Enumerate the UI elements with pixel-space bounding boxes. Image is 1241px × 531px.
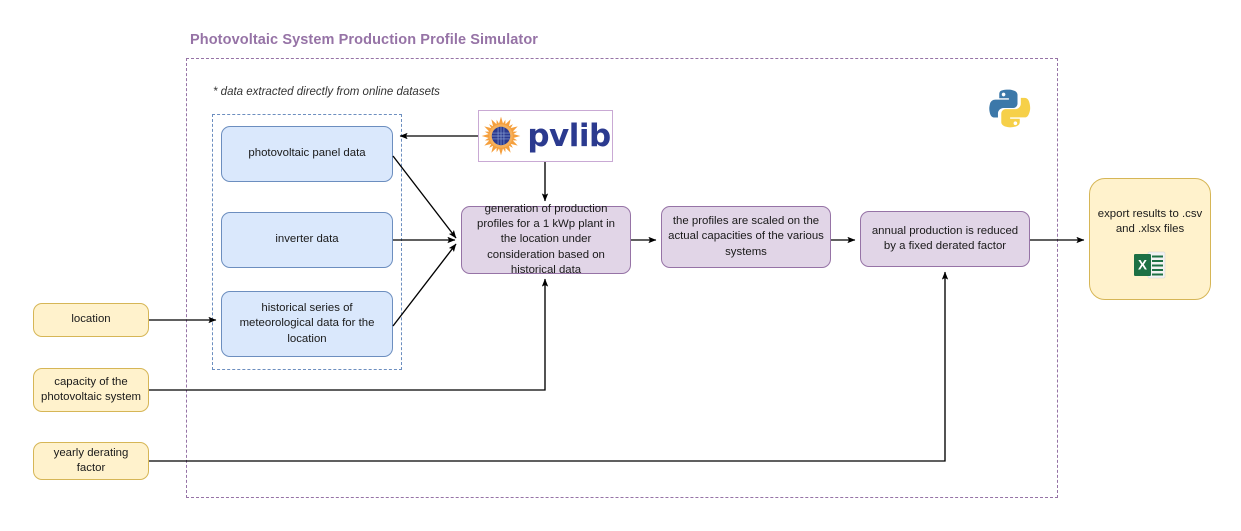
pvlib-library-card[interactable]: pvlib	[478, 110, 613, 162]
node-input-location[interactable]: location	[33, 303, 149, 337]
page-title: Photovoltaic System Production Profile S…	[190, 32, 539, 48]
pvlib-sun-icon	[480, 115, 522, 157]
python-logo-icon	[986, 86, 1032, 132]
node-annual-production-derated[interactable]: annual production is reduced by a fixed …	[860, 211, 1030, 267]
excel-icon: X	[1133, 250, 1167, 280]
node-inverter-data[interactable]: inverter data	[221, 212, 393, 268]
node-generation-of-production-profiles[interactable]: generation of production profiles for a …	[461, 203, 631, 276]
node-label: photovoltaic panel data	[248, 147, 366, 160]
datasets-note: * data extracted directly from online da…	[213, 86, 440, 98]
node-label: capacity of the photovoltaic system	[40, 375, 142, 403]
node-label: historical series of meteorological data…	[239, 301, 375, 345]
node-label: location	[71, 313, 111, 326]
node-label: yearly derating factor	[53, 446, 129, 474]
node-profiles-scaled[interactable]: the profiles are scaled on the actual ca…	[661, 206, 831, 268]
node-label: annual production is reduced by a fixed …	[871, 224, 1019, 252]
svg-text:X: X	[1138, 257, 1147, 272]
node-export-results[interactable]: export results to .csv and .xlsx files X	[1089, 178, 1211, 300]
node-label: inverter data	[275, 233, 339, 246]
node-input-capacity[interactable]: capacity of the photovoltaic system	[33, 368, 149, 412]
node-photovoltaic-panel-data[interactable]: photovoltaic panel data	[221, 126, 393, 182]
node-label: export results to .csv and .xlsx files	[1097, 208, 1203, 236]
node-input-derating-factor[interactable]: yearly derating factor	[33, 442, 149, 480]
pvlib-wordmark: pvlib	[527, 117, 611, 154]
node-label: generation of production profiles for a …	[476, 202, 616, 277]
node-label: the profiles are scaled on the actual ca…	[668, 214, 824, 258]
node-historical-meteorological-data[interactable]: historical series of meteorological data…	[221, 291, 393, 357]
